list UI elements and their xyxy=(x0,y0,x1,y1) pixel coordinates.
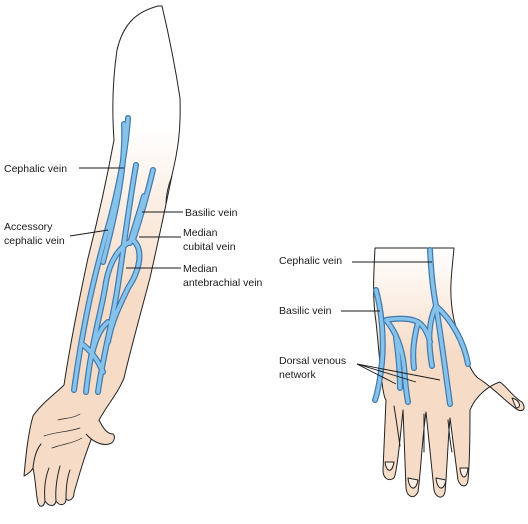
label-basilic-vein-hand: Basilic vein xyxy=(279,305,332,317)
arm-drawing xyxy=(23,5,181,507)
label-cephalic-vein-hand: Cephalic vein xyxy=(279,255,342,267)
hand-labels: Cephalic vein Basilic vein Dorsal venous… xyxy=(279,255,441,385)
label-median-cubital-line1: Median xyxy=(183,227,218,239)
label-median-antebrachial-line1: Median xyxy=(183,263,218,275)
label-median-cubital-line2: cubital vein xyxy=(183,241,236,253)
label-accessory-cephalic-line1: Accessory xyxy=(4,221,53,233)
arm-veins xyxy=(71,115,156,395)
leader-dorsal-venous-c xyxy=(356,363,441,381)
arm-finger-lines xyxy=(32,443,71,502)
label-dorsal-venous-line2: network xyxy=(279,369,317,381)
hand-veins xyxy=(372,247,471,407)
elbow-fold xyxy=(165,175,173,205)
hand-drawing xyxy=(372,247,525,498)
label-median-antebrachial-line2: antebrachial vein xyxy=(183,277,263,289)
hand-silhouette xyxy=(373,247,525,498)
leader-accessory-cephalic xyxy=(69,229,109,237)
leader-dorsal-venous-a xyxy=(356,363,397,385)
hand-nails xyxy=(384,397,520,489)
label-dorsal-venous-line1: Dorsal venous xyxy=(279,355,346,367)
label-cephalic-vein-arm: Cephalic vein xyxy=(4,163,67,175)
label-basilic-vein-arm: Basilic vein xyxy=(185,207,238,219)
arm-labels: Cephalic vein Accessory cephalic vein Ba… xyxy=(4,163,263,289)
leader-dorsal-venous-b xyxy=(356,363,417,383)
arm-palm-creases xyxy=(43,413,83,449)
label-accessory-cephalic-line2: cephalic vein xyxy=(4,235,65,247)
arm-thumb xyxy=(85,419,115,445)
hand-finger-lines xyxy=(393,405,453,453)
